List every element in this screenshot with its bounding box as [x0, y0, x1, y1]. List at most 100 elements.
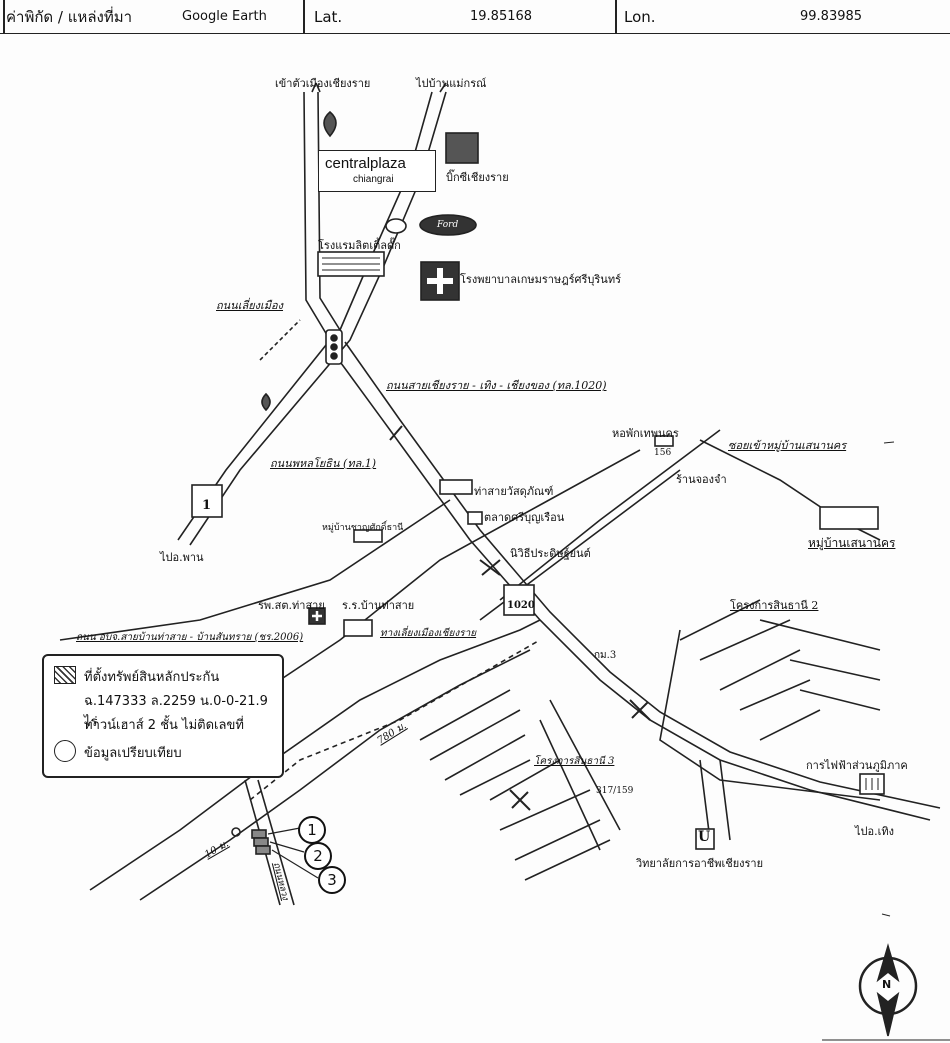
coord-source-label: ค่าพิกัด / แหล่งที่มา [6, 7, 133, 26]
label-hosp-tha-sai: รพ.สต.ท่าสาย [258, 599, 325, 612]
label-ford: Ford [437, 220, 459, 230]
pin-leader [267, 827, 319, 879]
alley-sena [699, 439, 881, 541]
label-dorm: หอพักเทพนคร [612, 427, 679, 440]
arrow-up-icon [311, 82, 321, 93]
legend-deed: ฉ.147333 ล.2259 น.0-0-21.9 ไร่ [84, 694, 268, 730]
central-city: chiangrai [353, 174, 394, 185]
bridge-icon [389, 425, 403, 441]
project2-border [659, 629, 881, 801]
label-big-c: บิ๊กซีเชียงราย [446, 171, 509, 184]
college-icon [695, 828, 715, 850]
intersection-icon [629, 699, 651, 721]
comparison-pin-1: 1 [298, 816, 326, 844]
subject-house-icon [251, 829, 267, 839]
dorm-icon [654, 435, 674, 447]
lat-value: 19.85168 [470, 9, 533, 24]
label-road-2006: ถนน อบจ.สายบ้านท่าสาย - บ้านสันทราย (ชร.… [76, 632, 304, 643]
road-to-sena [499, 429, 721, 601]
ptt-icon [323, 110, 337, 138]
road-2006b [229, 449, 641, 721]
subject-house-icon [253, 837, 269, 847]
label-pea: การไฟฟ้าส่วนภูมิภาค [806, 759, 908, 772]
subject-house-icon [255, 845, 271, 855]
lon-value: 99.83985 [800, 9, 863, 24]
divider [303, 0, 305, 33]
ptt-icon [261, 392, 271, 412]
project3-lanes-e [489, 759, 611, 881]
shop-building-icon [439, 479, 473, 495]
hatch-swatch-icon [54, 666, 76, 684]
road-lower [89, 619, 541, 891]
road-phahon-left [177, 91, 331, 541]
label-hotel: โรงแรมลิตเติ้ลดั๊ก [318, 239, 401, 252]
divider [3, 0, 5, 33]
village-sena-icon [819, 506, 879, 530]
label-tha-sai-shop: ท่าสายวัสดุภัณฑ์ [474, 485, 554, 498]
ford-logo-icon [419, 214, 477, 236]
label-hospital: โรงพยาบาลเกษมราษฎร์ศรีบุรินทร์ [460, 273, 621, 286]
label-shop: ร้านจองจำ [676, 473, 727, 486]
location-map [59, 82, 950, 1041]
label-to-phan: ไปอ.พาน [160, 551, 204, 564]
label-alley-sena: ซอยเข้าหมู่บ้านเสนานคร [728, 439, 847, 452]
school-icon [343, 619, 373, 637]
label-project3: โครงการสินธานี 3 [534, 756, 615, 767]
project3-road [539, 699, 621, 851]
intersection-icon [509, 789, 531, 811]
college-letter: U [698, 829, 711, 845]
coordinate-header: ค่าพิกัด / แหล่งที่มา Google Earth Lat. … [0, 0, 950, 34]
comparison-circle-icon [54, 740, 76, 762]
market-icon [467, 511, 483, 525]
legend-box: ที่ตั้งทรัพย์สินหลักประกัน ฉ.147333 ล.22… [42, 654, 284, 778]
lat-label: Lat. [314, 7, 343, 26]
label-toyota: นิวิธีประดิษฐ์ยนต์ [510, 547, 591, 560]
compass-north-label: N [882, 978, 892, 991]
divider [615, 0, 617, 33]
project2-lanes [679, 599, 821, 741]
label-college: วิทยาลัยการอาชีพเชียงราย [636, 857, 764, 870]
label-shop-no: 156 [654, 448, 672, 458]
label-hwy1020: 1020 [507, 600, 535, 611]
highway-shield-icon [503, 584, 535, 616]
canal-north [259, 319, 301, 361]
label-project2: โครงการสินธานี 2 [730, 599, 819, 612]
village-icon [353, 529, 383, 543]
legend-comparison: ข้อมูลเปรียบเทียบ [84, 746, 182, 761]
coord-source-value: Google Earth [182, 9, 267, 24]
label-road-market: ถนนเลี่ยงเมือง [216, 299, 284, 312]
central-brand: centralplaza [325, 155, 406, 172]
project3-lanes-w [419, 689, 531, 796]
label-to-chiangrai: เข้าตัวเมืองเชียงราย [275, 77, 371, 90]
landmark-icon [231, 827, 241, 837]
label-road-phahon: ถนนพหลโยธิน (ทล.1) [270, 457, 377, 470]
lon-label: Lon. [624, 7, 656, 26]
label-to-thoeng: ไปอ.เทิง [855, 825, 894, 838]
label-km3: กม.3 [594, 650, 617, 661]
label-house-no: 317/159 [596, 786, 634, 796]
road-college [699, 759, 731, 841]
label-canal-road: ทางเลี่ยงเมืองเชียงราย [380, 628, 477, 639]
comparison-pin-2: 2 [304, 842, 332, 870]
arrow-up-icon [439, 82, 447, 93]
road-2006 [59, 499, 451, 641]
intersection-icon [479, 559, 501, 576]
legend-title: ที่ตั้งทรัพย์สินหลักประกัน [84, 670, 220, 685]
label-village-thep: หมู่บ้านชาญศักดิ์ธานี [322, 523, 404, 533]
esso-logo-icon [385, 218, 407, 234]
label-market: ตลาดศรีบุญเรือน [484, 511, 565, 524]
road-to-north [339, 91, 433, 331]
legend-type: ทาวน์เฮาส์ 2 ชั้น ไม่ติดเลขที่ [84, 718, 244, 733]
label-village-sena: หมู่บ้านเสนานคร [808, 536, 896, 550]
road-1020-w [329, 347, 931, 821]
comparison-pin-3: 3 [318, 866, 346, 894]
label-school-tha-sai: ร.ร.บ้านท่าสาย [342, 599, 415, 612]
label-to-thai: ไปบ้านแม่กรณ์ [416, 77, 487, 90]
bigc-logo-icon [445, 132, 479, 164]
central-plaza-logo: centralplaza chiangrai [318, 150, 436, 192]
canal-south [249, 639, 541, 801]
label-road-1020: ถนนสายเชียงราย - เทิง - เชียงของ (ทล.102… [386, 379, 607, 392]
label-hwy1: 1 [202, 498, 212, 513]
project2-lanes-e [759, 619, 881, 711]
road-1020-e [344, 341, 941, 809]
